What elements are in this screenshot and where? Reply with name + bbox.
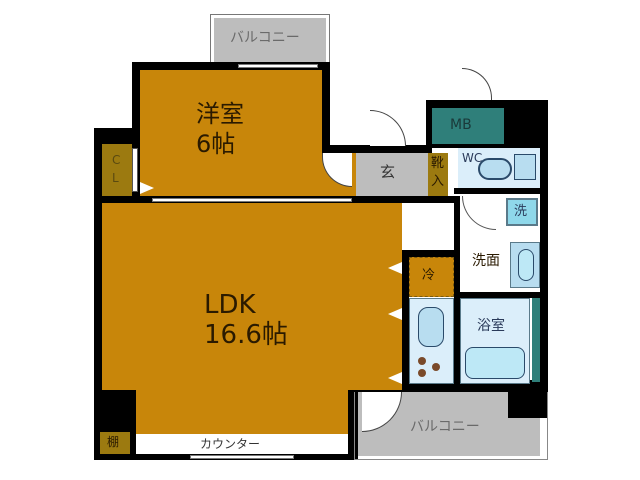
washroom-label: 洗面 [472,253,500,269]
window-top [238,64,318,68]
balcony-top-label: バルコニー [230,30,300,46]
toilet-bowl-icon [478,158,512,180]
wall-kitchen-left [402,250,409,390]
counter: カウンター [136,434,348,454]
balcony-bottom-outline [354,392,548,460]
shelf-label: 棚 [107,435,120,449]
shelf: 棚 [100,432,130,454]
counter-label: カウンター [200,437,261,451]
shoe-box-label-1: 靴 [431,156,445,171]
wall-bath-top [454,292,544,298]
western-room-size: 6帖 [196,130,236,158]
bathroom-label: 浴室 [477,318,505,334]
wall-wc-bottom [454,188,544,194]
wall-western-left [132,62,140,202]
balcony-top: バルコニー [214,18,326,64]
bathtub-icon [465,347,525,379]
toilet-tank-icon [514,154,536,180]
wall-western-top [136,62,328,70]
washbasin [510,242,540,288]
wall-notch [322,145,432,153]
door-arrow-icon [388,262,402,274]
fridge-space: 冷 [409,257,454,297]
closet-label-l: L [112,171,119,185]
closet-door[interactable] [132,148,138,192]
washbasin-bowl-icon [518,249,534,281]
entrance-door[interactable] [370,110,406,146]
western-room [140,70,322,196]
stove-burner-icon [418,357,426,365]
shoe-box: 靴 入 [428,153,448,196]
door-arrow-icon [388,308,402,320]
ldk-size: 16.6帖 [204,320,288,350]
balcony-bottom-label: バルコニー [410,419,480,435]
sink-icon [418,307,444,347]
ldk [102,203,402,390]
wall-left-upper [94,128,136,144]
entrance: 玄 [356,153,428,196]
meter-box-label: MB [450,117,472,133]
toilet-room: WC [458,148,540,188]
washer-label: 洗 [514,204,528,219]
balcony-bottom-ext [500,418,540,456]
toilet-label: WC [462,151,483,165]
closet-label-c: C [112,153,121,167]
wall-left [94,128,102,458]
wall-kitchen-bottom [348,384,540,392]
kitchen-counter [409,298,454,384]
wall-right [540,100,548,418]
bathroom: 浴室 [460,298,530,384]
closet: C L [102,144,132,196]
fridge-label: 冷 [422,268,436,283]
stove-burner-icon [418,369,426,377]
meter-box: MB [432,108,504,144]
western-room-name: 洋室 [196,100,244,128]
shoe-box-label-2: 入 [431,174,445,189]
entrance-label: 玄 [380,163,396,181]
mb-door[interactable] [462,68,492,100]
wall-ldk-bottom-right [348,386,358,460]
window-bottom [190,455,294,459]
door-arrow-icon [388,372,402,384]
ldk-name: LDK [204,290,256,320]
washer: 洗 [506,198,538,226]
bath-vent [532,298,540,382]
stove-burner-icon [432,363,440,371]
wall-western-right [322,62,330,152]
wall-kitchen-top [402,250,460,257]
door-arrow-icon [140,182,154,194]
window-ldk-top [152,198,352,202]
ldk-lower [136,390,348,434]
